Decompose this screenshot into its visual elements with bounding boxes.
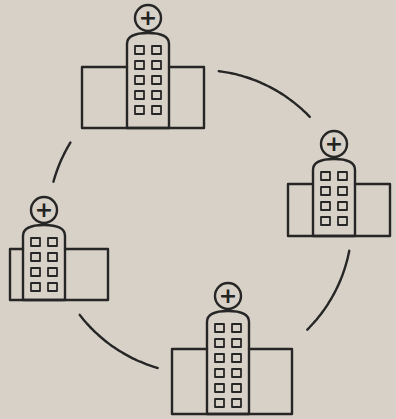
wing-outline: [172, 349, 292, 414]
window: [215, 399, 224, 407]
hospital-building: +: [8, 196, 110, 302]
window: [232, 399, 241, 407]
window: [321, 217, 330, 225]
tower-outline: [313, 159, 355, 236]
building-outline: [8, 196, 110, 302]
window: [232, 354, 241, 362]
plus-sign: +: [214, 282, 242, 310]
plus-sign: +: [134, 4, 162, 32]
window: [31, 283, 40, 291]
window: [135, 106, 144, 114]
window: [31, 268, 40, 276]
cross-circle: [215, 283, 241, 309]
hospital-building: +: [80, 4, 206, 130]
window: [232, 384, 241, 392]
cross-circle: [135, 5, 161, 31]
window: [152, 106, 161, 114]
window: [152, 91, 161, 99]
window: [135, 91, 144, 99]
tower-outline: [23, 225, 65, 300]
wing-outline: [10, 249, 108, 300]
plus-sign: +: [320, 130, 348, 158]
window: [338, 187, 347, 195]
window: [152, 46, 161, 54]
window: [321, 187, 330, 195]
window: [215, 324, 224, 332]
cross-circle: [31, 197, 57, 223]
window: [215, 384, 224, 392]
window: [321, 172, 330, 180]
hospital-building: +: [170, 282, 294, 416]
arc-connector: [53, 143, 70, 182]
window: [48, 283, 57, 291]
wing-outline: [288, 184, 390, 236]
window: [215, 354, 224, 362]
window: [48, 253, 57, 261]
tower-outline: [207, 311, 249, 414]
wing-outline: [82, 67, 204, 128]
arc-connector: [219, 71, 310, 117]
window: [338, 217, 347, 225]
arc-connector: [307, 251, 349, 330]
window: [31, 238, 40, 246]
window: [232, 369, 241, 377]
window: [338, 172, 347, 180]
tower-outline: [127, 33, 169, 128]
window: [232, 324, 241, 332]
window: [321, 202, 330, 210]
window: [48, 238, 57, 246]
window: [135, 46, 144, 54]
hospital-building: +: [286, 130, 392, 238]
window: [31, 253, 40, 261]
arc-connector: [80, 315, 158, 368]
window: [215, 369, 224, 377]
window: [135, 76, 144, 84]
window: [152, 76, 161, 84]
plus-sign: +: [30, 196, 58, 224]
cross-circle: [321, 131, 347, 157]
window: [48, 268, 57, 276]
window: [215, 339, 224, 347]
window: [152, 61, 161, 69]
window: [338, 202, 347, 210]
window: [232, 339, 241, 347]
window: [135, 61, 144, 69]
